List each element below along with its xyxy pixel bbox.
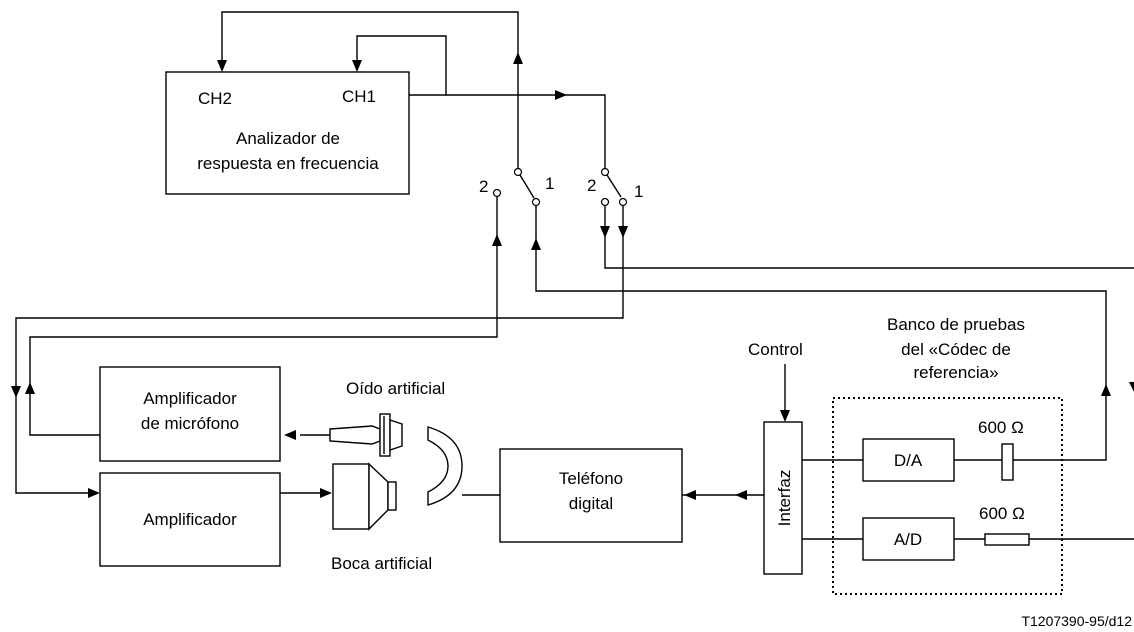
mouth-label: Boca artificial [331, 554, 432, 573]
switch2-pos2-label: 2 [587, 176, 596, 195]
switch2-common-contact [600, 167, 610, 177]
ch2-feed-wire [221, 11, 519, 62]
mic-amplifier-box [99, 366, 281, 462]
switch1-common-contact [513, 167, 523, 177]
figure-id: T1207390-95/d12 [1021, 613, 1132, 629]
amplifier-box [99, 472, 281, 567]
resistor-bottom-label: 600 Ω [979, 504, 1025, 523]
interface-box [763, 421, 803, 575]
generator-arrowhead [555, 90, 567, 100]
telephone-label-line1: Teléfono [559, 469, 623, 488]
switch2-out2-arrowhead [600, 226, 610, 238]
ch1-loop-wire [356, 35, 447, 96]
resistor-top-label: 600 Ω [978, 418, 1024, 437]
switch1-pos2-label: 2 [479, 177, 488, 196]
reference-codec-frame [832, 397, 1063, 595]
mic-out-arrowhead [284, 430, 296, 440]
ch2-label: CH2 [198, 89, 232, 108]
mic-amp-label-line2: de micrófono [141, 414, 239, 433]
switch1-pos1-label: 1 [545, 174, 554, 193]
ad-label: A/D [894, 530, 922, 549]
interface-label: Interfaz [775, 470, 794, 527]
switch2-contact-2 [600, 197, 610, 207]
switch1-in2-arrowhead [492, 234, 502, 246]
ch2-arrowhead [217, 60, 227, 72]
mic-return-arrowhead [25, 382, 35, 394]
to-phone-arrowhead [684, 490, 696, 500]
switch1-in2-wire [29, 197, 498, 436]
artificial-mouth-icon [332, 462, 397, 531]
switch2-out1-arrowhead [618, 226, 628, 238]
switch2-out2-wire [604, 206, 1134, 269]
analyzer-label-line1: Analizador de [236, 129, 340, 148]
switch1-in1-arrowhead [531, 238, 541, 250]
amp-feed-arrowhead [11, 386, 21, 398]
edge-arrowhead [1129, 382, 1134, 392]
control-label: Control [748, 340, 803, 359]
analyzer-box [165, 71, 410, 195]
ad-resistor [984, 533, 1030, 546]
ch1-arrowhead [352, 60, 362, 72]
testbench-label-line3: referencia» [913, 363, 998, 382]
switch2-pos1-label: 1 [634, 182, 643, 201]
digital-telephone-box [499, 448, 683, 543]
control-arrowhead [780, 410, 790, 422]
switch1-contact-1 [531, 197, 541, 207]
da-return-arrowhead [1101, 384, 1111, 396]
handset-icon [427, 426, 463, 506]
generator-out-wire [446, 94, 606, 168]
amp-input-arrowhead [88, 488, 100, 498]
ad-box [862, 517, 955, 561]
da-box [862, 438, 955, 482]
ear-label: Oído artificial [346, 379, 445, 398]
testbench-label-line2: del «Códec de [901, 340, 1011, 359]
to-interface-arrowhead [735, 490, 747, 500]
da-label: D/A [894, 451, 923, 470]
switch2-blade [606, 174, 622, 198]
switch1-up-arrowhead [513, 52, 523, 64]
switch1-blade [519, 174, 535, 199]
artificial-ear-icon [329, 413, 403, 457]
switch2-out1-wire [15, 206, 624, 494]
amplifier-label: Amplificador [143, 510, 237, 529]
analyzer-label-line2: respuesta en frecuencia [197, 154, 379, 173]
switch1-in1-wire [535, 206, 1107, 461]
speaker-arrowhead [320, 488, 332, 498]
mic-amp-label-line1: Amplificador [143, 389, 237, 408]
switch1-contact-2 [492, 188, 502, 198]
telephone-label-line2: digital [569, 494, 613, 513]
ch1-label: CH1 [342, 87, 376, 106]
testbench-label-line1: Banco de pruebas [887, 315, 1025, 334]
da-resistor [1001, 443, 1014, 481]
switch2-contact-1 [618, 197, 628, 207]
